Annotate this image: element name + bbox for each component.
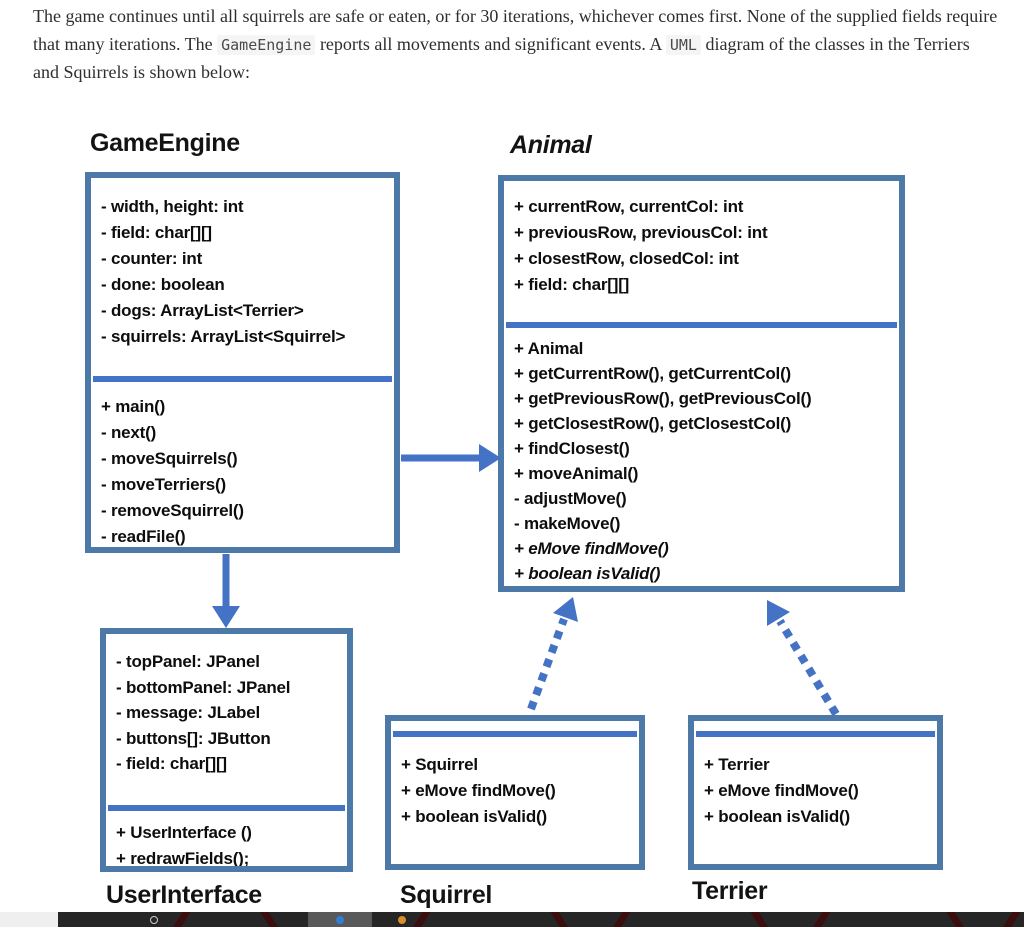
uml-member: + eMove findMove(): [401, 781, 556, 800]
arrow-terrier-to-animal: [767, 600, 840, 717]
strip-red-diagonal: [549, 912, 570, 927]
strip-light-block: [0, 912, 58, 927]
uml-member: - makeMove(): [514, 514, 621, 533]
strip-red-diagonal: [811, 912, 832, 927]
uml-member: - readFile(): [101, 527, 186, 546]
uml-member: + boolean isValid(): [514, 564, 661, 583]
uml-member: - adjustMove(): [514, 489, 627, 508]
strip-red-diagonal: [1001, 912, 1022, 927]
uml-member: + getClosestRow(), getClosestCol(): [514, 414, 792, 433]
class-title-squirrel: Squirrel: [400, 881, 493, 909]
strip-orange-icon: [398, 916, 406, 924]
uml-member: - done: boolean: [101, 275, 225, 294]
strip-red-diagonal: [945, 912, 966, 927]
uml-member: + eMove findMove(): [514, 539, 669, 558]
uml-member: - bottomPanel: JPanel: [116, 677, 291, 697]
uml-member: - field: char[][]: [101, 223, 212, 242]
class-box-terrier: + Terrier + eMove findMove() + boolean isV…: [688, 715, 943, 870]
class-box-animal: + currentRow, currentCol: int + previousR…: [498, 175, 905, 592]
strip-red-diagonal: [749, 912, 770, 927]
fields-compartment: - width, height: int - field: char[][] - c…: [91, 178, 394, 376]
uml-member: - squirrels: ArrayList<Squirrel>: [101, 327, 346, 346]
next-image-edge: [0, 912, 1024, 927]
methods-compartment: + Animal + getCurrentRow(), getCurrentCol…: [504, 328, 899, 586]
class-box-userinterface: - topPanel: JPanel - bottomPanel: JPanel -…: [100, 628, 353, 872]
strip-red-diagonal: [411, 912, 432, 927]
methods-compartment: + Terrier + eMove findMove() + boolean isV…: [694, 737, 937, 864]
strip-red-diagonal: [171, 912, 192, 927]
uml-member: - buttons[]: JButton: [116, 728, 271, 748]
uml-member: + findClosest(): [514, 439, 630, 458]
uml-member: + field: char[][]: [514, 275, 630, 294]
arrow-squirrel-to-animal: [527, 597, 578, 711]
compartment-divider: [506, 322, 897, 328]
strip-ring-icon: [150, 916, 158, 924]
strip-red-diagonal: [611, 912, 632, 927]
class-title-animal: Animal: [510, 131, 592, 159]
fields-compartment: - topPanel: JPanel - bottomPanel: JPanel -…: [106, 634, 347, 805]
compartment-divider: [93, 376, 392, 382]
uml-member: + Terrier: [704, 755, 770, 774]
class-title-terrier: Terrier: [692, 877, 768, 905]
compartment-divider: [108, 805, 345, 811]
uml-member: + boolean isValid(): [401, 807, 547, 826]
uml-member: + main(): [101, 397, 166, 416]
fields-compartment: [694, 721, 937, 731]
strip-red-diagonal: [259, 912, 280, 927]
uml-member: + redrawFields();: [116, 848, 250, 867]
uml-member: + moveAnimal(): [514, 464, 639, 483]
uml-member: - removeSquirrel(): [101, 501, 244, 520]
uml-member: - dogs: ArrayList<Terrier>: [101, 301, 304, 320]
methods-compartment: + Squirrel + eMove findMove() + boolean is…: [391, 737, 639, 864]
strip-blue-icon: [336, 916, 344, 924]
uml-member: + eMove findMove(): [704, 781, 859, 800]
uml-member: + getCurrentRow(), getCurrentCol(): [514, 364, 791, 383]
inline-code: GameEngine: [217, 34, 316, 55]
fields-compartment: + currentRow, currentCol: int + previousR…: [504, 181, 899, 322]
inline-code: UML: [665, 34, 701, 55]
class-box-gameengine: - width, height: int - field: char[][] - c…: [85, 172, 400, 553]
uml-member: + previousRow, previousCol: int: [514, 223, 768, 242]
uml-member: - message: JLabel: [116, 703, 260, 722]
class-title-userinterface: UserInterface: [106, 881, 262, 909]
uml-member: - field: char[][]: [116, 754, 227, 773]
intro-paragraph: The game continues until all squirrels a…: [33, 6, 998, 82]
arrow-gameengine-to-animal: [401, 444, 501, 472]
fields-compartment: [391, 721, 639, 731]
methods-compartment: + UserInterface () + redrawFields();: [106, 811, 347, 866]
methods-compartment: + main() - next() - moveSquirrels() - moveT…: [91, 382, 394, 547]
uml-member: - width, height: int: [101, 197, 244, 216]
compartment-divider: [393, 731, 637, 737]
uml-member: + Squirrel: [401, 755, 478, 774]
arrow-gameengine-to-userinterface: [212, 554, 240, 628]
uml-member: - moveTerriers(): [101, 475, 226, 494]
class-title-gameengine: GameEngine: [90, 129, 240, 157]
uml-member: + currentRow, currentCol: int: [514, 197, 744, 216]
uml-member: + Animal: [514, 339, 584, 358]
uml-member: - next(): [101, 423, 157, 442]
class-box-squirrel: + Squirrel + eMove findMove() + boolean is…: [385, 715, 645, 870]
uml-member: + closestRow, closedCol: int: [514, 249, 739, 268]
uml-member: + boolean isValid(): [704, 807, 850, 826]
compartment-divider: [696, 731, 935, 737]
uml-member: + UserInterface (): [116, 823, 252, 842]
uml-member: - counter: int: [101, 249, 203, 268]
uml-member: + getPreviousRow(), getPreviousCol(): [514, 389, 812, 408]
uml-member: - moveSquirrels(): [101, 449, 238, 468]
uml-member: - topPanel: JPanel: [116, 652, 260, 671]
